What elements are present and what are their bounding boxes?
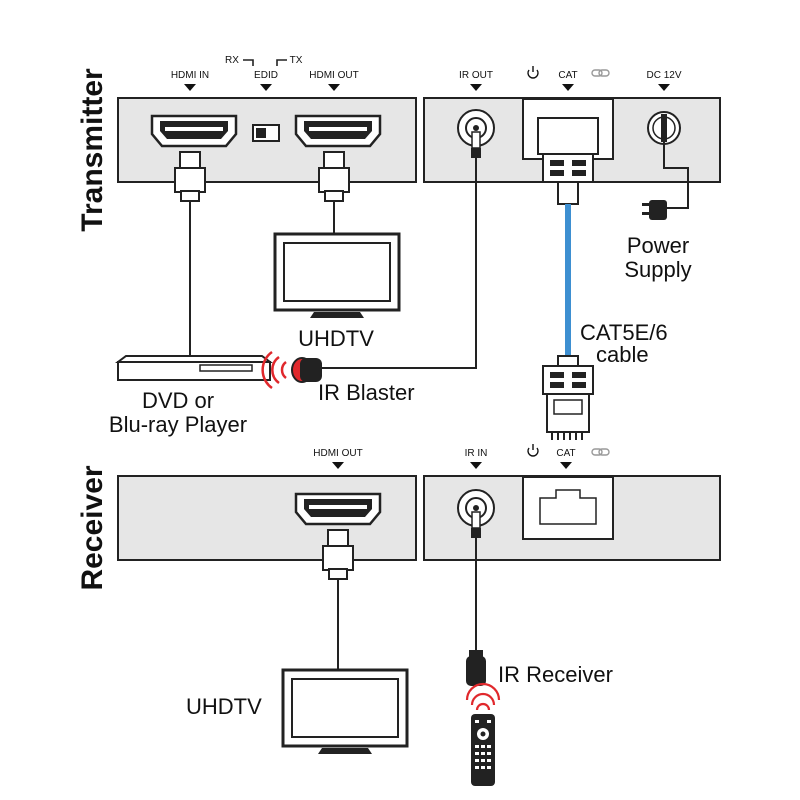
receiver-hdmi-out-label: HDMI OUT (313, 448, 362, 459)
dc-arrow-icon (658, 84, 670, 91)
edid-switch (252, 124, 280, 142)
tx-label: TX (290, 55, 303, 66)
receiver-front-panel (117, 475, 417, 561)
cable-label-line2: cable (596, 342, 649, 367)
ir-receiver-icon (466, 650, 486, 686)
hdmi-out-arrow-icon (328, 84, 340, 91)
edid-label: EDID (254, 70, 278, 81)
receiver-rear-panel (423, 475, 721, 561)
remote-control-icon (471, 714, 495, 786)
ir-blaster-icon (291, 357, 322, 383)
receiver-title: Receiver (76, 465, 109, 590)
rx-label: RX (225, 55, 239, 66)
dc-jack (647, 111, 681, 145)
dvd-label-line2: Blu-ray Player (109, 412, 247, 437)
cat-plug-top (537, 117, 599, 205)
power-label-line2: Supply (624, 257, 691, 282)
cat-label: CAT (558, 70, 577, 81)
power-cable (663, 140, 689, 209)
power-label-line1: Power (627, 233, 689, 258)
ir-out-label: IR OUT (459, 70, 493, 81)
uhdtv-top-label: UHDTV (298, 326, 374, 351)
hdmi-out-label: HDMI OUT (309, 70, 358, 81)
hdmi-in-port (150, 114, 238, 148)
receiver-hdmi-plug (322, 529, 354, 672)
ir-receiver-label: IR Receiver (498, 662, 613, 687)
receiver-link-icon (591, 448, 610, 456)
power-icon (527, 66, 539, 79)
ir-in-arrow-icon (470, 462, 482, 469)
receiver-cat-port (522, 476, 614, 540)
ir-in-jack (457, 489, 495, 527)
ir-blaster-waves-icon (261, 350, 287, 390)
ir-out-cable (322, 131, 481, 369)
dvd-player-icon (115, 355, 273, 381)
hdmi-in-arrow-icon (184, 84, 196, 91)
cable-label-line1: CAT5E/6 (580, 320, 668, 345)
hdmi-in-plug (174, 151, 206, 372)
uhdtv-bottom-icon (281, 668, 409, 754)
receiver-power-icon (527, 444, 539, 457)
dvd-label-line1: DVD or (142, 388, 214, 413)
uhdtv-top-icon (273, 232, 401, 318)
cat-arrow-icon (562, 84, 574, 91)
hdmi-out-plug (318, 151, 350, 236)
tx-bracket-icon (276, 59, 287, 66)
ir-out-arrow-icon (470, 84, 482, 91)
power-supply-icon (642, 200, 667, 220)
transmitter-front-panel (117, 97, 417, 183)
remote-waves-icon (465, 682, 501, 711)
ir-in-cable (471, 511, 481, 652)
rx-bracket-icon (243, 59, 254, 66)
receiver-hdmi-out-port (294, 492, 382, 526)
uhdtv-bottom-label: UHDTV (186, 694, 262, 719)
ir-blaster-label: IR Blaster (318, 380, 415, 405)
ir-in-label: IR IN (465, 448, 488, 459)
cat-plug-bottom (542, 355, 594, 440)
hdmi-out-port (294, 114, 382, 148)
dc-label: DC 12V (646, 70, 681, 81)
link-icon (591, 69, 610, 77)
receiver-cat-arrow-icon (560, 462, 572, 469)
hdmi-in-label: HDMI IN (171, 70, 209, 81)
edid-arrow-icon (260, 84, 272, 91)
transmitter-title: Transmitter (76, 68, 109, 232)
receiver-hdmi-out-arrow-icon (332, 462, 344, 469)
receiver-cat-label: CAT (556, 448, 575, 459)
